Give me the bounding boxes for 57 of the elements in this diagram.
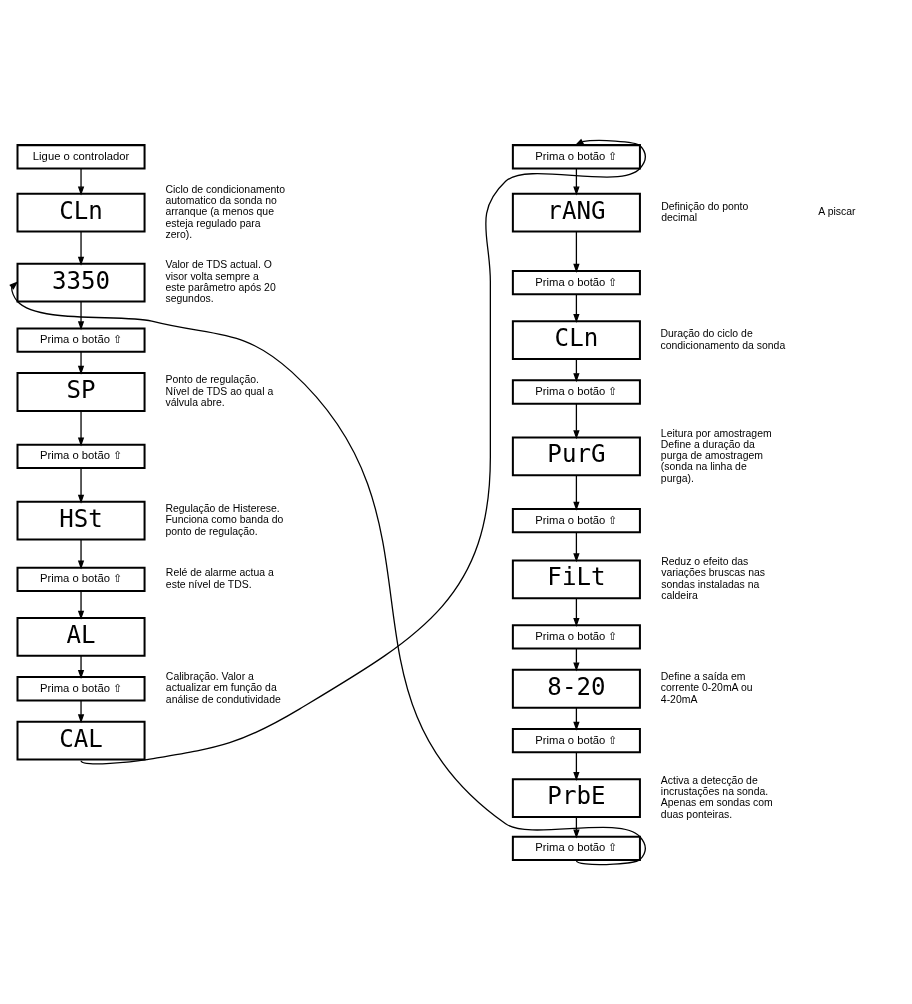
node-box: rANG [511,192,641,233]
arrow [77,409,85,446]
arrow [77,350,85,375]
node-box: Prima o botão ⇧ [511,507,641,533]
node-label: Regulação de Histerese. Funciona como banda do ponto de regulação. [165,502,284,537]
node-label: Duração do ciclo de condicionamento da sonda [660,327,786,350]
node-box: Prima o botão ⇧ [511,143,641,169]
arrow [573,531,580,562]
arrow [80,138,646,765]
arrow [573,230,580,273]
node-label: Definição do ponto decimal [661,200,749,223]
arrow [77,300,85,330]
node-box: 3350 [16,262,146,303]
arrow [77,699,85,723]
node-label: Valor de TDS actual. O visor volta sempre a este parâmetro após 20 segundos. [165,258,276,304]
node-box: Prima o botão ⇧ [511,378,641,405]
node-label: Ciclo de condicionamento automatico da sonda no arranque (a menos que esteja regulado para zero). [165,183,285,240]
node-box: Prima o botão ⇧ [16,443,146,469]
node-box: Prima o botão ⇧ [511,269,641,295]
node-box: Ligue o controlador [16,143,146,169]
node-label: Activa a detecção de incrustações na sonda. Apenas em sondas com duas ponteiras. [660,774,773,820]
node-label: Relé de alarme actua a este nível de TDS. [165,566,274,590]
arrow [573,751,580,781]
arrow [573,402,580,439]
label: A piscar [818,205,856,217]
node-box: SP [16,371,146,412]
node-box: PurG [511,435,641,476]
node-label: Define a saída em corrente 0-20mA ou 4-20mA [660,670,753,705]
arrow [573,293,580,323]
node-box: CAL [16,720,146,760]
node-box: AL [16,616,146,657]
arrow [77,538,85,569]
arrow [573,167,580,196]
node-box: Prima o botão ⇧ [511,623,641,650]
arrow [77,654,85,679]
arrow [9,280,646,865]
arrow [77,590,85,620]
node-box: HSt [16,500,146,541]
arrow [77,466,85,504]
node-box: PrbE [511,777,641,818]
node-box: Prima o botão ⇧ [511,835,641,861]
arrow [77,167,85,196]
node-box: Prima o botão ⇧ [16,326,146,353]
node-label: Leitura por amostragem Define a duração da purga de amostragem (sonda na linha de purga). [660,427,772,484]
arrow [573,597,580,627]
node-box: CLn [16,192,146,233]
node-label: Calibração. Valor a actualizar em função da análise de condutividade [165,670,281,705]
node-box: 8-20 [511,668,641,709]
node-box: Prima o botão ⇧ [16,675,146,701]
arrow [573,474,580,511]
node-label: Ponto de regulação. Nível de TDS ao qual a válvula abre. [165,373,274,408]
node-box: Prima o botão ⇧ [511,727,641,753]
node-box: CLn [511,319,641,360]
arrow [77,230,85,266]
node-box: Prima o botão ⇧ [16,566,146,592]
node-label: Reduz o efeito das variações bruscas nas sondas instaladas na caldeira [661,555,766,601]
node-box: FiLt [511,558,641,599]
